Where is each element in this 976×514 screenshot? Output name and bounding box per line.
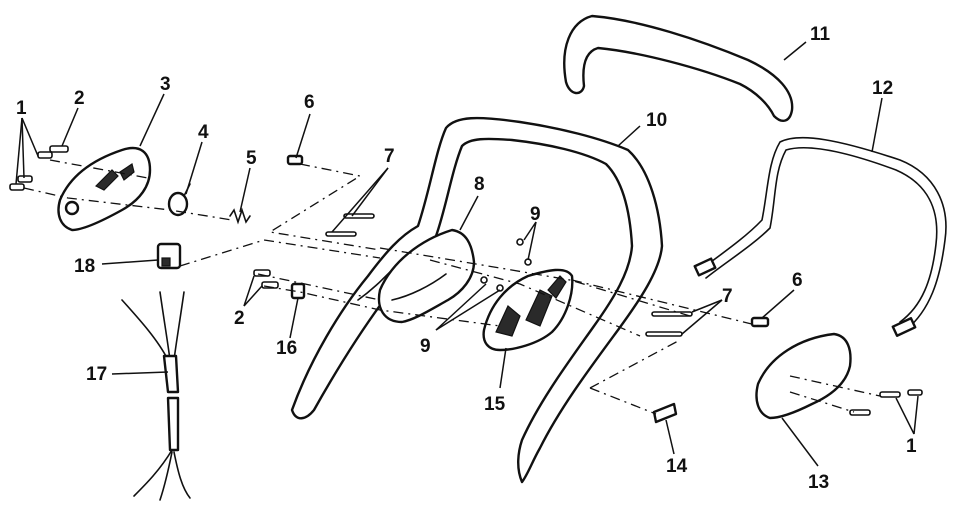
part-8-cover-left [377, 228, 476, 324]
callout-4: 4 [198, 122, 209, 143]
fasteners [9, 145, 923, 416]
callout-12: 12 [872, 78, 893, 99]
callout-2-top: 2 [74, 88, 85, 109]
part-5-spring [229, 207, 251, 225]
callout-7-right: 7 [722, 286, 733, 307]
callout-13: 13 [808, 472, 829, 493]
callout-2-bottom: 2 [234, 308, 245, 329]
callout-9-bottom: 9 [420, 336, 431, 357]
callout-14: 14 [666, 456, 688, 477]
callout-18: 18 [74, 256, 95, 277]
part-15-housing-right [482, 268, 574, 352]
part-6-left-pin [286, 154, 304, 166]
callout-6-left: 6 [304, 92, 315, 113]
part-14-block [652, 402, 678, 424]
callout-5: 5 [246, 148, 257, 169]
callout-labels: 1 2 3 4 5 6 7 8 9 10 11 12 18 2 16 9 7 6… [16, 24, 917, 493]
callout-15: 15 [484, 394, 506, 415]
callout-1-left: 1 [16, 98, 27, 119]
part-11-grip [563, 14, 794, 122]
part-6-right-pin [750, 316, 770, 328]
part-18-switch [156, 242, 182, 270]
part-13-cover-right [755, 332, 852, 420]
part-4-cam [167, 183, 191, 217]
callout-9-top: 9 [530, 204, 541, 225]
callout-8: 8 [474, 174, 485, 195]
part-3-housing-left [57, 146, 152, 232]
part-17-wire-harness [121, 291, 191, 501]
callout-11: 11 [810, 24, 831, 45]
part-10-handle-tube [290, 116, 664, 484]
assembly-lines [23, 159, 881, 415]
callout-6-right: 6 [792, 270, 803, 291]
callout-1-right: 1 [906, 436, 917, 457]
callout-10: 10 [646, 110, 667, 131]
part-12-bail [693, 136, 947, 337]
callout-7-left: 7 [384, 146, 395, 167]
callout-17: 17 [86, 364, 107, 385]
leader-lines [15, 41, 919, 467]
callout-16: 16 [276, 338, 297, 359]
callout-3: 3 [160, 74, 171, 95]
